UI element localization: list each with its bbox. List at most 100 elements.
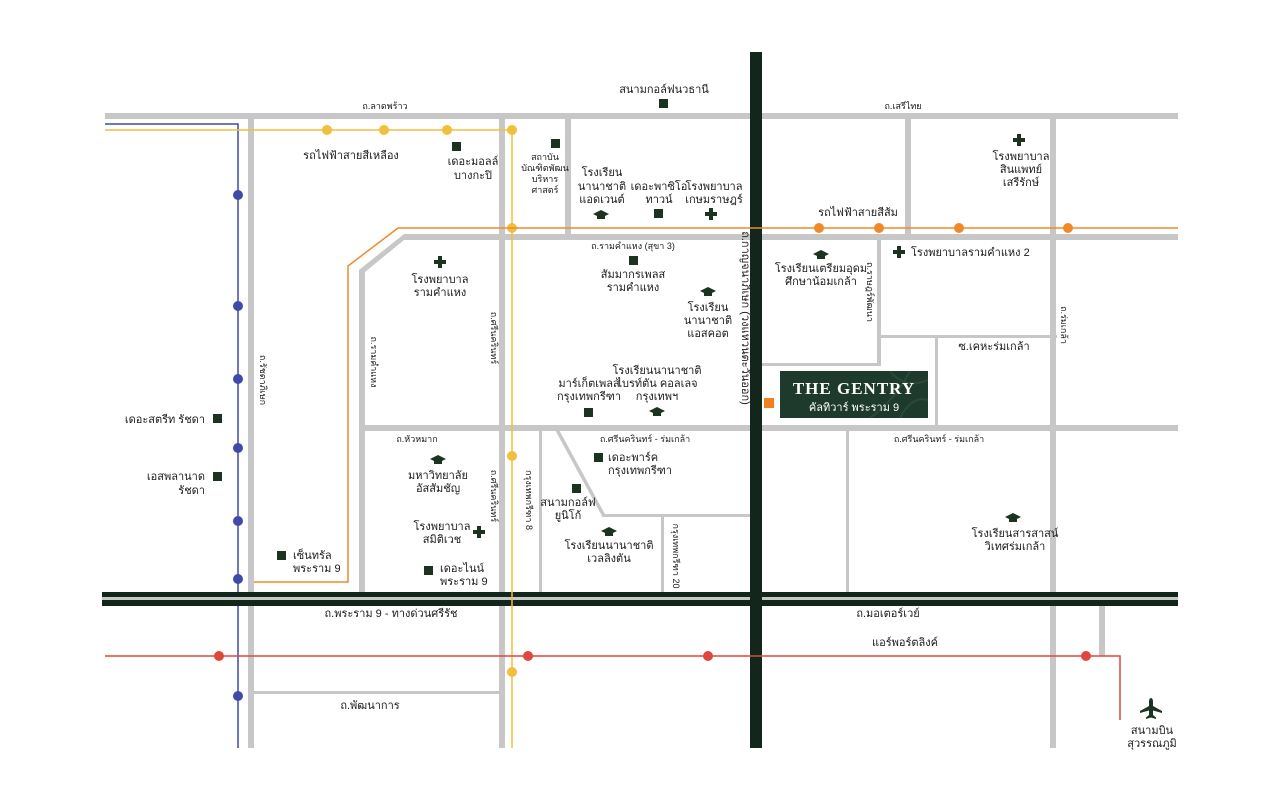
svg-text:พระราม 9: พระราม 9 xyxy=(440,576,488,588)
yellow-transit-line xyxy=(105,125,517,748)
airport-link-line xyxy=(105,651,1121,720)
label-yellow-line: รถไฟฟ้าสายสีเหลือง xyxy=(303,149,399,162)
svg-text:เดอะพาร์ค: เดอะพาร์ค xyxy=(608,451,658,464)
cross-icon xyxy=(893,246,905,258)
svg-text:สนามบิน: สนามบิน xyxy=(1131,725,1174,737)
svg-text:มหาวิทยาลัย: มหาวิทยาลัย xyxy=(408,470,468,482)
label-airport-link: แอร์พอร์ตลิงค์ xyxy=(872,636,938,649)
blue-transit-line xyxy=(105,123,243,748)
poi-ramkhamhaeng-hospital: โรงพยาบาล รามคำแหง xyxy=(412,256,468,299)
svg-text:โรงเรียนสารสาสน์: โรงเรียนสารสาสน์ xyxy=(972,526,1059,540)
svg-text:แอดเวนต์: แอดเวนต์ xyxy=(579,193,624,206)
svg-text:พระราม 9: พระราม 9 xyxy=(293,563,341,575)
poi-the-nine: เดอะไนน์ พระราม 9 xyxy=(424,562,488,588)
poi-sinphaet-hospital: โรงพยาบาล สินแพทย์ เสรีรักษ์ xyxy=(993,134,1050,189)
svg-text:สุวรรณภูมิ: สุวรรณภูมิ xyxy=(1127,738,1176,750)
road-label-srinakarin-south: ถ.ศรีนครินทร์ xyxy=(489,470,500,523)
svg-text:รามคำแหง: รามคำแหง xyxy=(607,282,660,294)
road-label-srinakarin-romklao-left: ถ.ศรีนครินทร์ - ร่มเกล้า xyxy=(600,433,690,444)
square-icon xyxy=(213,414,222,423)
poi-unico-golf: สนามกอล์ฟ ยูนิโก้ xyxy=(540,484,596,522)
poi-brighton-school: โรงเรียนนานาชาติ ไบรท์ตัน คอลเลจ กรุงเทพ… xyxy=(613,363,702,416)
project-label-box xyxy=(780,371,928,418)
square-icon xyxy=(551,139,560,148)
road-label-pattanakarn: ถ.พัฒนาการ xyxy=(340,700,399,712)
svg-text:บริหาร: บริหาร xyxy=(532,174,559,184)
graduation-cap-icon xyxy=(593,210,609,219)
svg-text:เสรีรักษ์: เสรีรักษ์ xyxy=(1003,176,1039,189)
cross-icon xyxy=(705,208,717,220)
svg-text:เวลลิงตัน: เวลลิงตัน xyxy=(587,553,631,565)
road-label-seri-thai: ถ.เสรีไทย xyxy=(884,101,921,111)
orange-transit-line xyxy=(254,223,1178,583)
road-network xyxy=(102,52,1178,748)
svg-text:นานาชาติ: นานาชาติ xyxy=(684,315,732,327)
poi-suvarnabhumi: สนามบิน สุวรรณภูมิ xyxy=(1127,698,1177,750)
road-label-ramkhamhaeng-vertical: ถ.รามคำแหง xyxy=(369,337,379,388)
poi-the-park: เดอะพาร์ค กรุงเทพกรีฑา xyxy=(594,451,672,477)
svg-text:โรงเรียนนานาชาติ: โรงเรียนนานาชาติ xyxy=(613,363,702,377)
road-label-ratchada: ถ.รัชดาภิเษก xyxy=(258,355,268,405)
project-subtitle: คัลทิวาร์ พระราม 9 xyxy=(809,401,899,414)
svg-text:อัสสัมชัญ: อัสสัมชัญ xyxy=(416,483,460,495)
svg-text:เอสพลานาด: เอสพลานาด xyxy=(147,471,205,483)
road-label-ramkhamhaeng: ถ.รามคำแหง (สุขา 3) xyxy=(591,241,675,252)
svg-text:เกษมราษฎร์: เกษมราษฎร์ xyxy=(685,193,743,206)
svg-text:โรงเรียน: โรงเรียน xyxy=(688,300,729,314)
project-label-texture xyxy=(869,370,929,419)
poi-central-rama9: เซ็นทรัล พระราม 9 xyxy=(277,548,341,575)
svg-text:กรุงเทพกรีฑา: กรุงเทพกรีฑา xyxy=(608,464,672,477)
project-location-marker xyxy=(764,398,774,408)
poi-sarasas-school: โรงเรียนสารสาสน์ วิเทศร่มเกล้า xyxy=(972,513,1059,553)
svg-text:เดอะพาซิโอ: เดอะพาซิโอ xyxy=(631,179,688,193)
cross-icon xyxy=(1013,134,1025,146)
svg-text:กรุงเทพฯ: กรุงเทพฯ xyxy=(636,391,678,403)
svg-text:โรงพยาบาล: โรงพยาบาล xyxy=(414,519,471,533)
graduation-cap-icon xyxy=(430,455,446,464)
svg-text:สนามกอล์ฟนวธานี: สนามกอล์ฟนวธานี xyxy=(619,83,709,96)
square-icon xyxy=(659,99,668,108)
svg-text:บัณฑิตพัฒน: บัณฑิตพัฒน xyxy=(521,163,569,173)
svg-text:รามคำแหง: รามคำแหง xyxy=(414,287,467,299)
svg-text:นานาชาติ: นานาชาติ xyxy=(578,181,626,193)
square-icon xyxy=(584,408,593,417)
svg-text:โรงพยาบาล: โรงพยาบาล xyxy=(993,149,1050,163)
svg-text:เดอะสตรีท รัชดา: เดอะสตรีท รัชดา xyxy=(125,413,205,426)
svg-text:เดอะมอลล์: เดอะมอลล์ xyxy=(448,155,499,168)
road-label-krungthep-kreetha-8: กรุงเทพกรีฑา 8 xyxy=(523,470,534,530)
svg-text:สมิติเวช: สมิติเวช xyxy=(423,534,462,546)
svg-text:กรุงเทพกรีฑา: กรุงเทพกรีฑา xyxy=(557,390,621,403)
graduation-cap-icon xyxy=(601,527,617,536)
svg-text:สินแพทย์: สินแพทย์ xyxy=(1000,163,1043,176)
square-icon xyxy=(654,209,663,218)
poi-golf-navatanee: สนามกอล์ฟนวธานี xyxy=(619,83,709,108)
graduation-cap-icon xyxy=(649,407,665,416)
project-the-gentry[interactable]: THE GENTRY คัลทิวาร์ พระราม 9 xyxy=(764,370,929,419)
poi-mall-bangkapi: เดอะมอลล์ บางกะปิ xyxy=(448,142,499,182)
road-label-krungthep-kreetha-20: กรุงเทพกรีฑา 20 xyxy=(670,524,681,589)
svg-text:เซ็นทรัล: เซ็นทรัล xyxy=(293,548,332,562)
svg-text:รัชดา: รัชดา xyxy=(178,485,205,497)
svg-text:สถาบัน: สถาบัน xyxy=(531,152,559,162)
svg-text:โรงเรียน: โรงเรียน xyxy=(582,165,623,179)
svg-text:แอสคอต: แอสคอต xyxy=(687,328,729,340)
road-label-rama9-expressway: ถ.พระราม 9 - ทางด่วนศรีรัช xyxy=(325,607,458,620)
square-icon xyxy=(213,472,222,481)
square-icon xyxy=(572,484,581,493)
svg-text:ศาสตร์: ศาสตร์ xyxy=(532,184,559,195)
square-icon xyxy=(629,256,638,265)
svg-text:สัมมากรเพลส: สัมมากรเพลส xyxy=(601,269,666,281)
svg-text:บางกะปิ: บางกะปิ xyxy=(454,170,492,182)
label-orange-line: รถไฟฟ้าสายสีส้ม xyxy=(818,206,898,219)
poi-ramkhamhaeng2-hospital: โรงพยาบาลรามคำแหง 2 xyxy=(893,245,1030,259)
square-icon xyxy=(452,142,461,151)
graduation-cap-icon xyxy=(813,250,829,259)
svg-text:โรงเรียนเตรียมอุดม: โรงเรียนเตรียมอุดม xyxy=(775,261,867,275)
road-label-romklao: ถ.ร่มเกล้า xyxy=(1059,306,1069,344)
poi-street-ratchada: เดอะสตรีท รัชดา xyxy=(125,413,222,426)
poi-ascot-school: โรงเรียน นานาชาติ แอสคอต xyxy=(684,287,732,340)
poi-assumption-university: มหาวิทยาลัย อัสสัมชัญ xyxy=(408,455,468,495)
svg-text:โรงเรียนนานาชาติ: โรงเรียนนานาชาติ xyxy=(565,538,654,552)
svg-text:โรงพยาบาลรามคำแหง 2: โรงพยาบาลรามคำแหง 2 xyxy=(911,245,1030,259)
